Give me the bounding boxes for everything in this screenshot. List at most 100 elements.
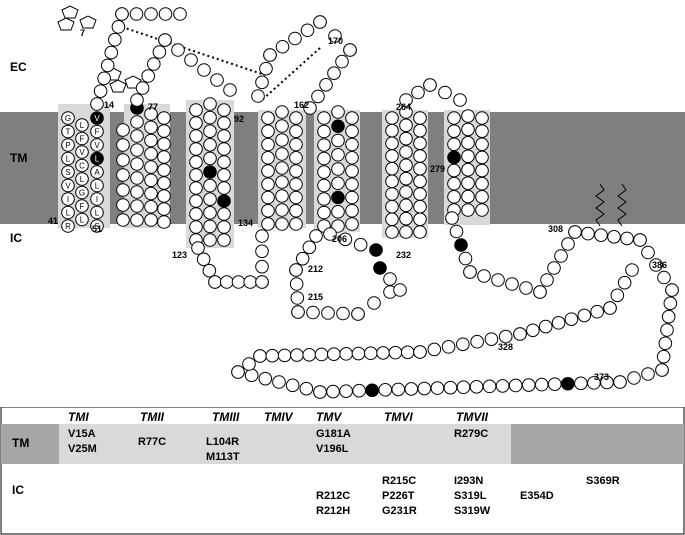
residue: [385, 199, 399, 214]
residue: [447, 176, 461, 191]
residue: [61, 151, 75, 166]
residue: [400, 345, 415, 360]
residue: [367, 296, 381, 310]
residue: [289, 137, 303, 152]
mutated-residue: [90, 111, 104, 125]
residue: [144, 7, 158, 21]
helix-header: TMIV: [264, 410, 294, 424]
residue: [189, 155, 203, 169]
residue: [447, 190, 461, 204]
residue: [323, 227, 337, 241]
residue: [144, 146, 158, 161]
mutated-residue: [365, 383, 379, 398]
mutation: E354D: [520, 490, 554, 502]
residue: [203, 97, 217, 111]
residue: [130, 157, 144, 171]
residue: [158, 33, 172, 47]
residue: [108, 32, 122, 47]
residue: [603, 301, 617, 315]
residue-number: 92: [234, 114, 244, 124]
residue: [189, 129, 203, 143]
residue: [189, 181, 203, 195]
residue-letter: L: [80, 175, 85, 184]
residue: [547, 261, 561, 275]
residue: [104, 45, 119, 60]
residue: [203, 110, 217, 125]
residue: [157, 124, 171, 138]
residue: [90, 178, 104, 193]
residue: [184, 53, 198, 67]
residue: [607, 230, 621, 244]
residue: [263, 48, 277, 62]
residue: [261, 177, 275, 192]
residue: [594, 228, 608, 242]
residue: [385, 123, 399, 138]
residue: [399, 211, 413, 226]
mutation: V15A: [68, 428, 96, 440]
residue: [399, 145, 413, 159]
mutation: R212C: [316, 490, 350, 502]
residue: [656, 349, 671, 364]
residue: [289, 177, 303, 192]
residue-letter: S: [94, 222, 99, 231]
residue: [521, 378, 536, 392]
residue: [453, 93, 467, 107]
residue-number: 7: [80, 28, 85, 38]
residue: [551, 316, 566, 330]
residue: [244, 368, 259, 383]
residue: [189, 142, 203, 156]
mutated-residue: [447, 150, 461, 165]
residue-letter: A: [94, 168, 100, 177]
residue: [413, 149, 427, 163]
mutation: V196L: [316, 443, 349, 455]
residue-number: 373: [594, 372, 609, 382]
residue: [404, 382, 419, 396]
helix-header: TMII: [140, 410, 165, 424]
residue: [351, 346, 366, 361]
residue: [413, 225, 427, 239]
residue: [217, 168, 231, 182]
residue: [423, 78, 437, 92]
residue: [353, 237, 368, 252]
glycan-icon: [109, 79, 127, 93]
mutated-residue: [331, 190, 345, 205]
residue: [289, 111, 303, 125]
residue-letter: F: [95, 128, 100, 137]
residue: [130, 143, 144, 157]
residue: [317, 111, 331, 125]
residue: [158, 7, 173, 21]
residue-number: 232: [396, 250, 411, 260]
residue: [130, 115, 144, 129]
residue: [288, 31, 302, 46]
residue: [581, 226, 595, 241]
residue: [93, 84, 108, 98]
residue-number: 215: [308, 292, 323, 302]
residue: [327, 347, 341, 361]
residue: [399, 118, 413, 133]
residue: [61, 138, 75, 152]
mutated-residue: [454, 238, 468, 252]
residue: [189, 194, 203, 208]
residue: [309, 229, 323, 243]
palmitoyl-chain: [617, 183, 627, 227]
residue: [385, 149, 399, 163]
residue: [157, 215, 171, 229]
residue: [447, 163, 461, 178]
residue: [447, 111, 461, 125]
residue: [378, 383, 393, 397]
residue: [203, 124, 217, 138]
mutation: R279C: [454, 428, 488, 440]
residue: [505, 277, 519, 291]
table-tm-band-right: [511, 424, 684, 464]
residue: [147, 57, 161, 71]
mutation: R77C: [138, 436, 166, 448]
residue-letter: C: [79, 162, 85, 171]
residue-letter: L: [80, 121, 85, 130]
residue: [285, 378, 300, 393]
palmitoyl-chain: [595, 183, 605, 227]
residue: [191, 241, 205, 255]
mutation: G231R: [382, 505, 417, 517]
mutated-residue: [561, 376, 575, 391]
residue: [443, 380, 458, 395]
residue: [613, 375, 627, 389]
